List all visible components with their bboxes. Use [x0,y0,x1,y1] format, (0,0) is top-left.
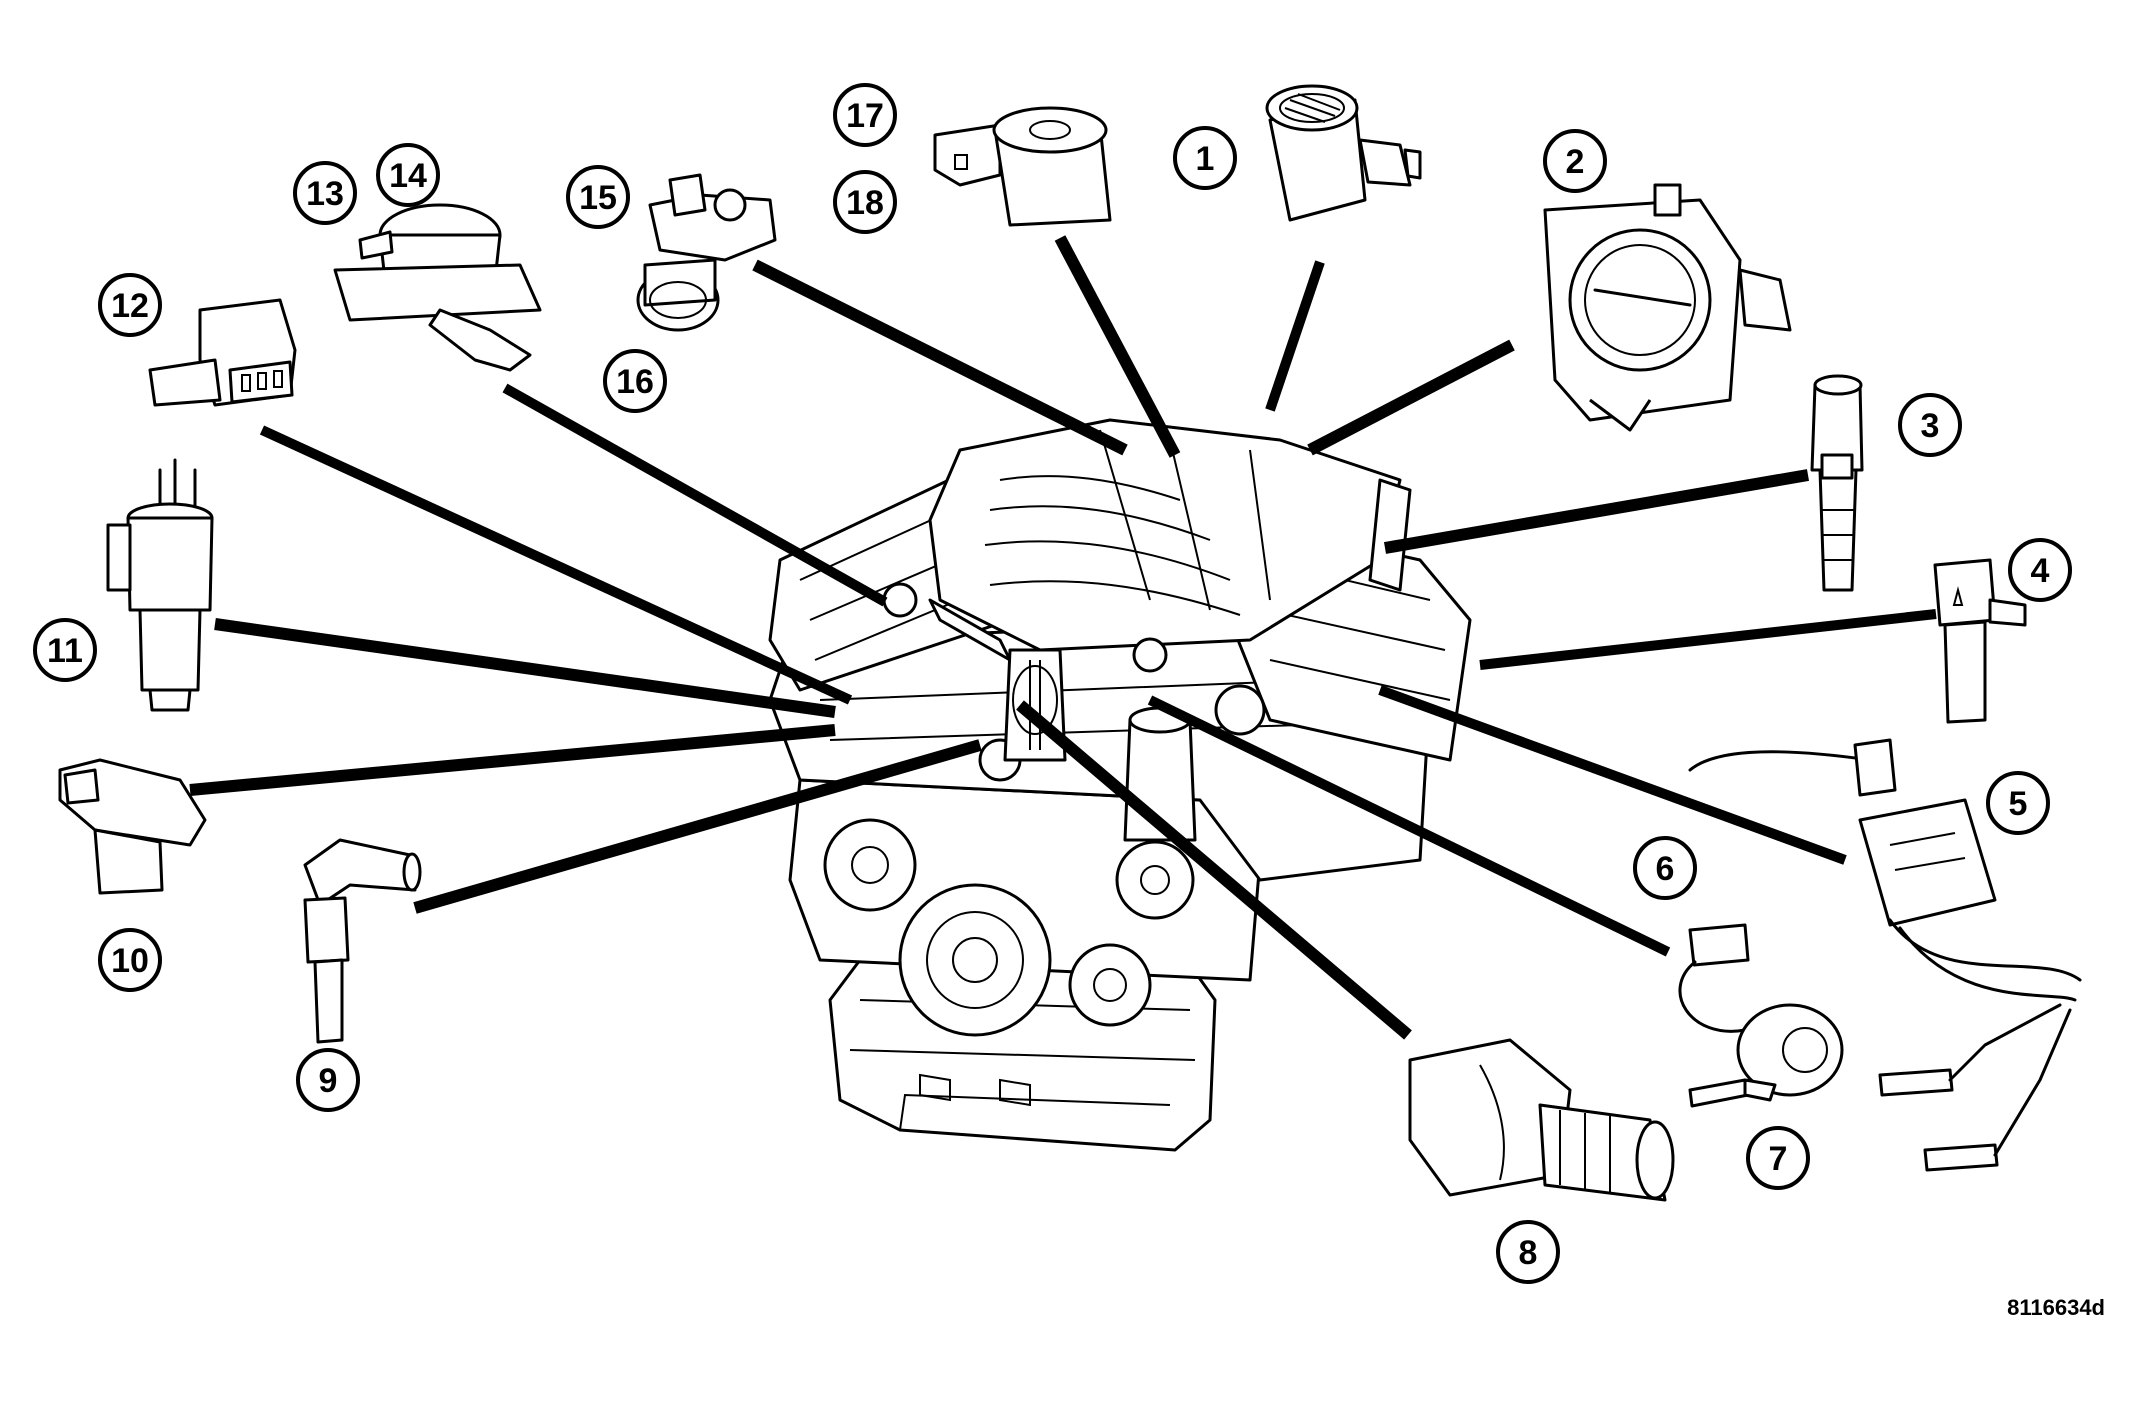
component-13-14-actuator [333,203,542,372]
component-6-7-vacuum-valve [1678,923,1844,1108]
intake-manifold [928,418,1402,652]
component-8-air-pump [1408,1038,1675,1202]
svg-text:10: 10 [111,942,149,980]
callout-16: 16 [603,349,667,413]
svg-text:16: 16 [616,363,654,401]
svg-text:14: 14 [389,157,427,195]
component-17-18-knock-sensor [933,106,1112,227]
callout-6: 6 [1633,836,1697,900]
component-10-camshaft-sensor [58,758,207,895]
leader-3 [1383,469,1810,554]
svg-text:1: 1 [1196,140,1215,178]
svg-text:18: 18 [846,184,884,222]
callout-8: 8 [1496,1220,1560,1284]
svg-text:7: 7 [1769,1140,1788,1178]
component-15-16-solenoid-valve [636,173,777,332]
component-2-throttle-body [1543,183,1792,432]
callout-15: 15 [566,165,630,229]
callout-3: 3 [1898,393,1962,457]
svg-text:5: 5 [2009,785,2028,823]
callout-10: 10 [98,928,162,992]
svg-text:13: 13 [306,175,344,213]
svg-text:2: 2 [1566,143,1585,181]
callout-14: 14 [376,143,440,207]
component-12-map-sensor [148,298,297,407]
svg-text:9: 9 [319,1062,338,1100]
svg-text:8: 8 [1519,1234,1538,1272]
svg-text:12: 12 [111,287,149,325]
leader-2 [1307,339,1515,456]
component-4-position-sensor [1933,558,2027,724]
leader-lines [189,235,1937,1040]
leader-9 [413,739,982,914]
component-1-mass-air-flow-sensor [1265,84,1422,222]
crank-pulley [898,883,1052,1037]
leader-10 [189,724,836,796]
svg-text:6: 6 [1656,850,1675,888]
callout-11: 11 [33,618,97,682]
idler-pulley [1068,943,1152,1027]
leader-12 [259,425,853,705]
leader-8 [1016,700,1412,1040]
svg-text:15: 15 [579,179,617,217]
component-3-fuel-injector [1810,374,1864,592]
callout-18: 18 [833,170,897,234]
leader-6 [1147,695,1671,957]
component-9-temperature-sensor [303,838,422,1044]
callout-9: 9 [296,1048,360,1112]
leader-17-18 [1054,235,1181,458]
svg-text:17: 17 [846,97,884,135]
callout-12: 12 [98,273,162,337]
svg-text:11: 11 [47,632,83,670]
water-pump-pulley [823,818,917,912]
component-5-sensor-module [1688,738,2082,1172]
leader-1 [1265,260,1325,412]
leader-11 [214,618,836,718]
leader-13-14 [502,383,888,607]
callout-7: 7 [1746,1126,1810,1190]
callout-1: 1 [1173,126,1237,190]
callout-4: 4 [2008,538,2072,602]
tensioner-pulley [1115,840,1195,920]
callout-13: 13 [293,161,357,225]
leader-5 [1378,685,1847,865]
svg-text:3: 3 [1921,407,1940,445]
engine-assembly [768,418,1472,1152]
svg-text:4: 4 [2031,552,2050,590]
callout-2: 2 [1543,129,1607,193]
component-11-pressure-sensor [106,458,214,712]
callout-17: 17 [833,83,897,147]
callout-5: 5 [1986,771,2050,835]
leader-15-16 [752,259,1128,456]
leader-4 [1479,609,1937,670]
figure-code: 8116634d [2007,1295,2105,1320]
